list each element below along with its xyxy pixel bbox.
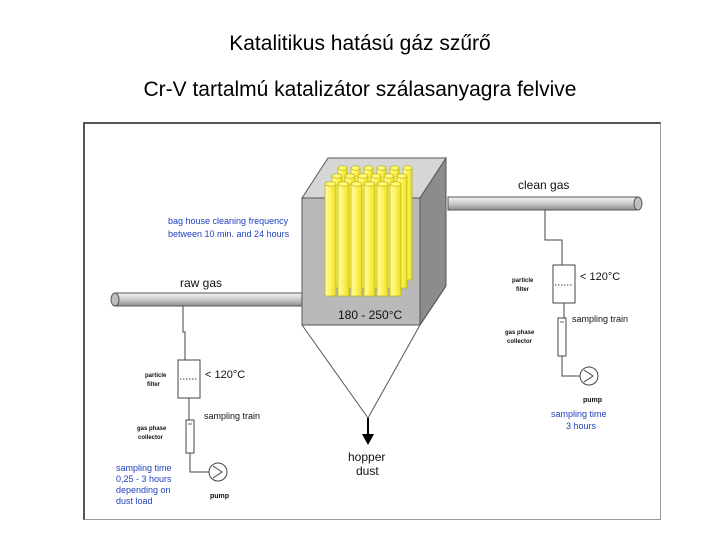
left-collector-label-1: gas phase [137,426,167,432]
right-particle-label-1: particle [512,278,534,284]
left-pump-label: pump [210,493,229,500]
filter-bag-tube [324,181,337,297]
cleaning-frequency-line2: between 10 min. and 24 hours [168,229,290,239]
temperature-range-label: 180 - 250°C [338,308,403,322]
left-sampling-train-label: sampling train [204,411,260,421]
right-particle-label-2: filter [516,287,530,293]
left-gas-collector [185,419,195,454]
dust-label: dust [356,464,379,478]
filter-bag-tube [363,181,376,297]
page-title: Katalitikus hatású gáz szűrő [229,32,491,55]
right-pump-icon [579,366,599,386]
filter-bag-tube [350,181,363,297]
left-sampling-train: particle filter < 120°C sampling train g… [116,306,260,506]
right-collector-label-1: gas phase [505,330,535,336]
left-sampling-time: sampling time 0,25 - 3 hours depending o… [116,463,174,506]
filter-bags [324,165,413,297]
hopper [301,285,447,445]
right-temp-label: < 120°C [580,271,620,283]
right-gas-collector [557,317,567,357]
left-temp-label: < 120°C [205,369,245,381]
cleaning-frequency-line1: bag house cleaning frequency [168,216,289,226]
right-sampling-train-label: sampling train [572,314,628,324]
diagram-frame [83,122,661,520]
left-particle-label-2: filter [147,382,161,388]
right-pump-label: pump [583,397,602,404]
filter-bag-tube [376,181,389,297]
right-collector-label-2: collector [507,339,533,345]
hopper-label: hopper [348,450,385,464]
left-collector-label-2: collector [138,435,164,441]
right-sampling-train: particle filter < 120°C sampling train g… [505,210,628,431]
left-particle-label-1: particle [145,373,167,379]
clean-gas-label: clean gas [518,178,569,192]
filter-bag-tube [389,181,402,297]
right-sampling-time: sampling time 3 hours [551,409,609,431]
clean-gas-pipe [447,196,643,211]
hopper-arrow-icon [362,434,374,445]
left-pump-icon [208,462,228,482]
right-particle-filter [552,264,576,304]
filter-bag-tube [337,181,350,297]
raw-gas-label: raw gas [180,276,222,290]
page-subtitle: Cr-V tartalmú katalizátor szálasanyagra … [143,78,577,101]
raw-gas-pipe [110,292,306,307]
